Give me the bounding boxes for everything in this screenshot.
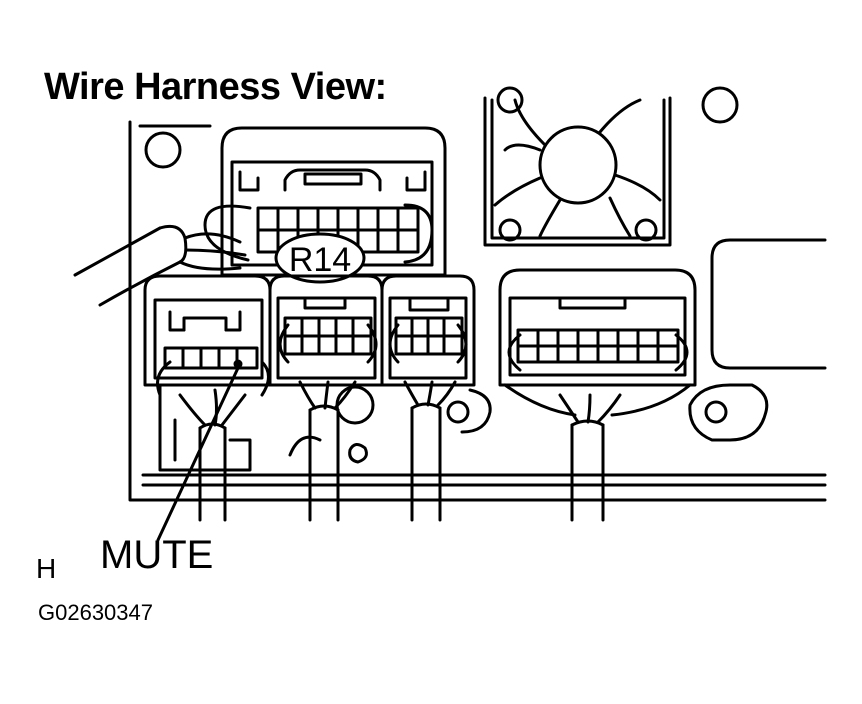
unit-housing	[128, 86, 827, 502]
cooling-fan	[490, 86, 666, 242]
connector-left	[143, 274, 272, 397]
harness-cables-bottom	[178, 380, 622, 522]
connector-middle-2	[380, 274, 476, 387]
connector-label: R14	[289, 241, 351, 279]
connector-callout	[274, 232, 366, 284]
figure-id: G02630347	[38, 600, 153, 625]
mute-leader-line	[156, 359, 243, 542]
diagram-title: Wire Harness View:	[44, 66, 387, 108]
connector-right	[498, 268, 697, 417]
terminal-label-mute: MUTE	[100, 533, 214, 577]
view-mark: H	[36, 553, 57, 584]
connector-middle-1	[268, 274, 384, 387]
harness-cable-r14	[73, 224, 247, 307]
